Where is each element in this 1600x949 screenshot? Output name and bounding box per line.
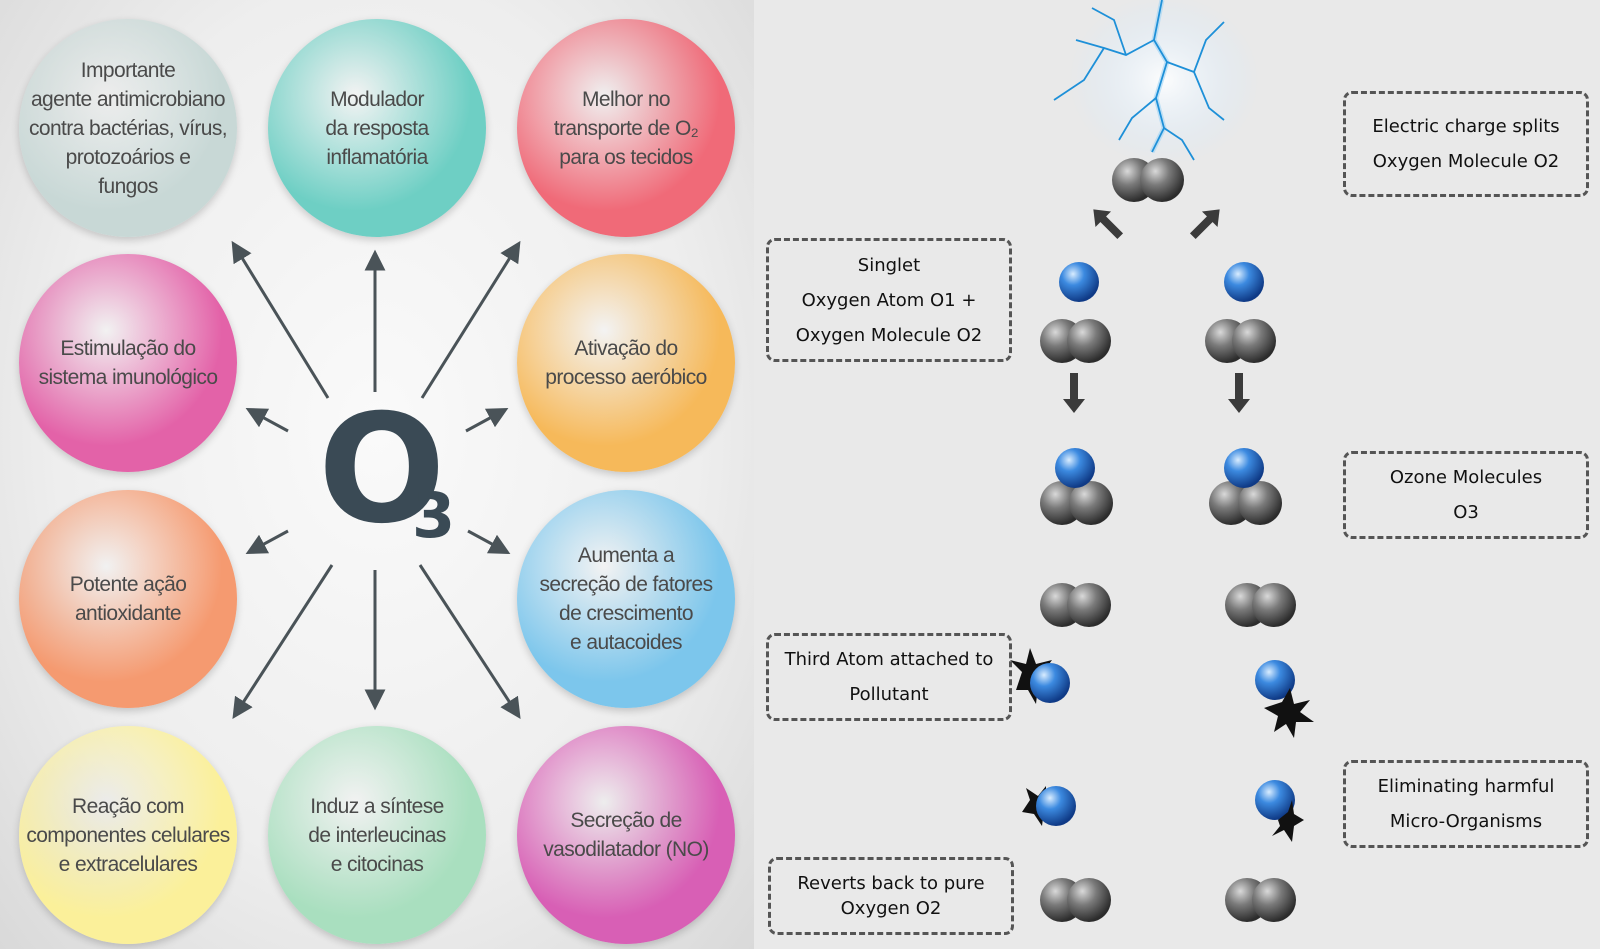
callout-ozone-molecules: Ozone Molecules O3 <box>1343 451 1589 539</box>
benefit-label: Aumenta a secreção de fatores de crescim… <box>539 544 713 654</box>
benefit-aerobic-activation: Ativação do processo aeróbico <box>517 254 735 472</box>
benefit-vasodilator: Secreção de vasodilatador (NO) <box>517 726 735 944</box>
callout-electric-charge: Electric charge splits Oxygen Molecule O… <box>1343 91 1589 197</box>
lightning-icon <box>1053 0 1259 165</box>
benefit-oxygen-transport: Melhor no transporte de O₂ para os tecid… <box>517 19 735 237</box>
callout-line: Pollutant <box>849 684 929 705</box>
released-oxygen-right <box>1225 583 1296 627</box>
callout-line: Electric charge splits <box>1372 116 1560 137</box>
benefit-immune-stimulation: Estimulação do sistema imunológico <box>19 254 237 472</box>
ozone-formula-subscript: 3 <box>412 479 456 552</box>
callout-line: Oxygen Molecule O2 <box>1372 151 1560 172</box>
callout-third-atom: Third Atom attached to Pollutant <box>766 633 1012 721</box>
callout-line: O3 <box>1453 502 1479 523</box>
callout-line: Singlet <box>857 254 921 276</box>
benefit-antimicrobial: Importante agente antimicrobiano contra … <box>19 19 237 237</box>
oxygen-molecule-top <box>1112 158 1184 202</box>
pollutant-attached-left <box>1010 648 1070 704</box>
callout-line: Third Atom attached to <box>784 649 994 670</box>
callout-line: Micro-Organisms <box>1389 811 1543 832</box>
callout-line: Oxygen Molecule O2 <box>795 324 983 346</box>
reverted-oxygen-left <box>1040 878 1111 922</box>
benefit-label: Induz a síntese de interleucinas e citoc… <box>308 794 446 876</box>
callout-reverts: Reverts back to pure Oxygen O2 <box>768 857 1014 935</box>
arrow-right-upper <box>465 407 509 433</box>
singlet-row-right <box>1205 262 1276 363</box>
benefit-label: Melhor no transporte de O₂ para os tecid… <box>553 87 699 169</box>
ozone-molecule-left <box>1040 448 1113 525</box>
benefit-label: Secreção de vasodilatador (NO) <box>543 809 709 861</box>
arrows-layer <box>231 240 521 720</box>
benefit-label: Ativação do processo aeróbico <box>545 337 707 389</box>
ozone-benefits-panel: Importante agente antimicrobiano contra … <box>0 0 754 949</box>
benefit-label: Reação com componentes celulares e extra… <box>26 794 230 876</box>
benefit-antioxidant: Potente ação antioxidante <box>19 490 237 708</box>
arrow-bottom-left <box>232 564 334 720</box>
reverted-oxygen-right <box>1225 878 1296 922</box>
arrow-right-lower <box>467 529 511 555</box>
benefit-label: Estimulação do sistema imunológico <box>38 337 218 389</box>
released-oxygen-left <box>1040 583 1111 627</box>
benefit-inflammatory-modulator: Modulador da resposta inflamatória <box>268 19 486 237</box>
arrow-left-lower <box>245 529 289 555</box>
arrow-top-left <box>231 240 330 399</box>
ozone-process-diagram <box>1010 0 1314 922</box>
eliminating-left <box>1022 786 1076 826</box>
callout-singlet: Singlet Oxygen Atom O1 + Oxygen Molecule… <box>766 238 1012 362</box>
benefit-growth-factors: Aumenta a secreção de fatores de crescim… <box>517 490 735 708</box>
ozone-molecule-right <box>1209 448 1282 525</box>
ozone-formula-main: O <box>318 383 446 557</box>
callout-line: Oxygen O2 <box>840 898 942 919</box>
callout-line: Oxygen Atom O1 + <box>801 289 977 311</box>
callout-line: Ozone Molecules <box>1389 467 1543 488</box>
callout-line: Reverts back to pure <box>797 873 985 894</box>
eliminating-right <box>1255 780 1304 842</box>
singlet-row-left <box>1040 262 1111 363</box>
callout-eliminating: Eliminating harmful Micro-Organisms <box>1343 760 1589 848</box>
pollutant-attached-right <box>1255 660 1314 738</box>
callout-line: Eliminating harmful <box>1377 776 1555 797</box>
arrow-bottom-right <box>418 564 521 720</box>
split-arrows <box>1063 209 1250 413</box>
arrow-left-upper <box>245 407 289 433</box>
arrow-top-right <box>420 240 521 399</box>
ozone-formula: O 3 <box>318 395 455 547</box>
ozone-process-panel: Electric charge splits Oxygen Molecule O… <box>754 0 1600 949</box>
benefit-label: Potente ação antioxidante <box>69 573 187 625</box>
benefit-interleukin-synthesis: Induz a síntese de interleucinas e citoc… <box>268 726 486 944</box>
benefit-label: Modulador da resposta inflamatória <box>325 87 429 169</box>
benefit-label: Importante agente antimicrobiano contra … <box>28 58 228 198</box>
benefit-cellular-reaction: Reação com componentes celulares e extra… <box>19 726 237 944</box>
